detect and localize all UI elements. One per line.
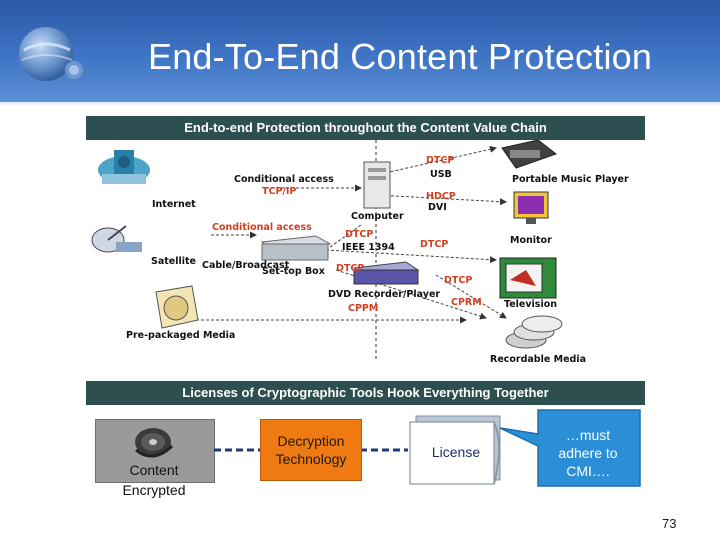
computer-icon bbox=[363, 161, 391, 209]
label-hdcp: HDCP bbox=[426, 191, 456, 202]
label-cable-broadcast: Cable/Broadcast bbox=[202, 260, 290, 271]
label-dtcp-b: DTCP bbox=[420, 239, 449, 250]
callout-line1: …must bbox=[565, 427, 611, 443]
label-cprm: CPRM bbox=[451, 297, 482, 308]
title-banner bbox=[0, 0, 720, 102]
label-satellite: Satellite bbox=[151, 256, 196, 267]
label-cppm: CPPM bbox=[348, 303, 379, 314]
decryption-technology-box: Decryption Technology bbox=[260, 419, 362, 481]
label-tcpip: TCP/IP bbox=[262, 186, 297, 197]
portable-music-player-icon bbox=[501, 140, 558, 169]
callout-line2: adhere to bbox=[558, 445, 618, 461]
label-monitor: Monitor bbox=[510, 235, 552, 246]
arrow-content-decrypt bbox=[214, 448, 266, 452]
content-chain-diagram bbox=[91, 140, 563, 362]
film-reel-icon bbox=[135, 428, 174, 458]
label-computer: Computer bbox=[351, 211, 404, 222]
prepackaged-media-icon bbox=[155, 285, 199, 329]
label-conditional-access-2: Conditional access bbox=[212, 222, 312, 233]
license-label: License bbox=[431, 444, 481, 460]
label-dtcp-monitor: DTCP bbox=[444, 275, 473, 286]
content-label-line2: Encrypted bbox=[122, 482, 186, 498]
label-dvd-recorder: DVD Recorder/Player bbox=[328, 289, 441, 300]
section-bar-bottom: Licenses of Cryptographic Tools Hook Eve… bbox=[86, 381, 645, 405]
monitor-icon bbox=[513, 191, 549, 224]
arrow-decrypt-license bbox=[360, 448, 408, 452]
label-dvi: DVI bbox=[428, 202, 447, 213]
callout-bubble bbox=[499, 409, 641, 487]
label-internet: Internet bbox=[152, 199, 196, 210]
television-icon bbox=[499, 257, 557, 299]
label-television: Television bbox=[504, 299, 558, 310]
label-usb: USB bbox=[430, 169, 452, 180]
label-conditional-access-1: Conditional access bbox=[234, 174, 334, 185]
page-number: 73 bbox=[662, 516, 677, 531]
globe-logo-icon bbox=[19, 27, 83, 81]
decryption-label-line2: Technology bbox=[275, 451, 347, 467]
settop-box-icon bbox=[260, 235, 332, 261]
label-dtcp-a: DTCP bbox=[345, 229, 374, 240]
label-prepackaged-media: Pre-packaged Media bbox=[126, 330, 236, 341]
recordable-media-icon bbox=[505, 315, 563, 349]
dvd-recorder-icon bbox=[352, 261, 420, 285]
satellite-icon bbox=[91, 225, 142, 253]
label-dtcp-top: DTCP bbox=[426, 155, 455, 166]
label-recordable-media: Recordable Media bbox=[490, 354, 586, 365]
callout-text: …must adhere to CMI…. bbox=[538, 426, 638, 480]
label-settop-box: Set-top Box bbox=[262, 266, 325, 277]
content-label-line1: Content bbox=[129, 462, 179, 478]
label-dtcp-c: DTCP bbox=[336, 263, 365, 274]
label-ieee1394: IEEE 1394 bbox=[342, 242, 395, 253]
content-encrypted-label: Content Encrypted bbox=[95, 460, 213, 500]
license-scroll-icon bbox=[409, 415, 501, 485]
banner-edge bbox=[0, 102, 720, 106]
section-bar-top: End-to-end Protection throughout the Con… bbox=[86, 116, 645, 140]
decryption-label-line1: Decryption bbox=[277, 433, 345, 449]
label-portable-music-player: Portable Music Player bbox=[512, 174, 629, 185]
page-title: End-To-End Content Protection bbox=[148, 36, 653, 77]
internet-icon bbox=[98, 150, 150, 184]
callout-line3: CMI…. bbox=[566, 463, 610, 479]
